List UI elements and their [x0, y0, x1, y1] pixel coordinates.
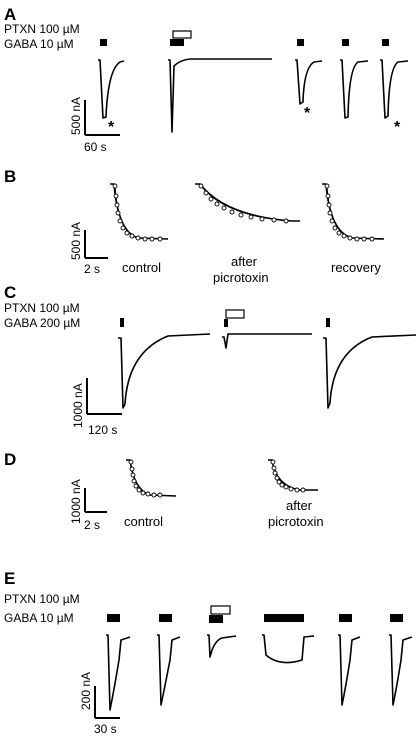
panel-e-letter: E: [4, 569, 15, 588]
panel-e-trace-2: [157, 634, 181, 706]
panel-a-gaba-bar-4: [342, 39, 349, 46]
panel-a-ptxn-label: PTXN 100 µM: [4, 22, 80, 36]
panel-b-letter: B: [4, 167, 16, 186]
panel-a-gaba-bar-5: [382, 39, 389, 46]
panel-c-trace-2: [222, 333, 312, 349]
panel-e-gaba-bar-2: [159, 614, 172, 622]
panel-b-trace-picrotoxin: [195, 183, 300, 222]
panel-c-ptxn-bar: [225, 309, 245, 319]
panel-c-gaba-bar-2: [224, 319, 228, 327]
panel-c-gaba-label: GABA 200 µM: [4, 316, 80, 330]
panel-a-trace-3: [295, 59, 323, 105]
panel-d-label-picrotoxin: picrotoxin: [268, 514, 324, 529]
panel-a-scale-time: 60 s: [84, 140, 107, 154]
panel-e-scale-current: 200 nA: [79, 672, 93, 710]
panel-c-trace-3: [323, 334, 416, 409]
panel-d-scale-current: 1000 nA: [69, 479, 83, 524]
panel-e-gaba-bar-5: [339, 614, 352, 622]
panel-a-trace-4: [340, 59, 369, 119]
panel-c-letter: C: [4, 283, 16, 302]
panel-a-asterisk-2: *: [304, 105, 311, 122]
panel-e-ptxn-label: PTXN 100 µM: [4, 592, 80, 606]
panel-a-gaba-bar-1: [100, 39, 107, 46]
panel-d-letter: D: [4, 450, 16, 469]
panel-e-trace-3: [207, 634, 237, 658]
panel-a-asterisk-1: *: [108, 119, 115, 136]
panel-c-ptxn-label: PTXN 100 µM: [4, 301, 80, 315]
panel-c-gaba-bar-3: [326, 318, 330, 327]
panel-d-scale-time: 2 s: [84, 518, 100, 532]
panel-e-scale-bar: [94, 686, 120, 719]
panel-c-trace-1: [118, 333, 211, 409]
panel-e-gaba-label: GABA 10 µM: [4, 611, 74, 625]
panel-e-trace-5: [338, 634, 361, 706]
panel-c-gaba-bar-1: [120, 318, 124, 327]
panel-a-gaba-bar-3: [297, 39, 304, 46]
panel-e-trace-6: [389, 634, 413, 706]
panel-b-fit-markers: [112, 183, 375, 242]
panel-a-gaba-label: GABA 10 µM: [4, 37, 74, 51]
panel-a-letter: A: [4, 5, 16, 24]
panel-a-scale-bar: [84, 100, 120, 136]
panel-e-trace-1: [106, 634, 131, 711]
panel-b-scale-current: 500 nA: [69, 222, 83, 260]
panel-e-ptxn-bar: [210, 605, 231, 615]
panel-c-scale-time: 120 s: [88, 423, 117, 437]
panel-d-trace-control: [126, 459, 177, 497]
panel-a-gaba-bar-2: [170, 39, 184, 46]
panel-c-scale-current: 1000 nA: [71, 383, 85, 428]
panel-a-trace-5: [380, 59, 409, 119]
panel-a-trace-1: [98, 59, 125, 119]
panel-b-label-control: control: [122, 260, 161, 275]
panel-e-gaba-bar-6: [390, 614, 403, 622]
panel-b-label-picrotoxin: picrotoxin: [213, 270, 269, 285]
panel-b-fit-recovery: [326, 185, 377, 240]
panel-b-label-after: after: [231, 254, 258, 269]
panel-b-scale-time: 2 s: [84, 262, 100, 276]
panel-e-trace-4: [262, 634, 315, 664]
panel-b-scale-bar: [84, 230, 108, 259]
panel-d-fit-markers: [128, 459, 306, 498]
panel-a-asterisk-3: *: [394, 119, 401, 136]
panel-b-label-recovery: recovery: [331, 260, 381, 275]
panel-a-scale-current: 500 nA: [69, 97, 83, 135]
panel-e-gaba-bar-1: [107, 614, 120, 622]
panel-e-scale-time: 30 s: [94, 722, 117, 736]
panel-e-gaba-bar-4: [264, 614, 304, 622]
panel-a-trace-2: [168, 58, 272, 133]
panel-d-scale-bar: [84, 488, 107, 513]
panel-b-fit-control: [114, 185, 161, 240]
panel-b-fit-picrotoxin: [200, 185, 291, 222]
panel-c-scale-bar: [86, 378, 122, 415]
panel-a-ptxn-bar: [172, 30, 192, 39]
panel-e-gaba-bar-3: [209, 615, 223, 623]
panel-d-label-control: control: [124, 514, 163, 529]
panel-d-label-after: after: [286, 498, 313, 513]
